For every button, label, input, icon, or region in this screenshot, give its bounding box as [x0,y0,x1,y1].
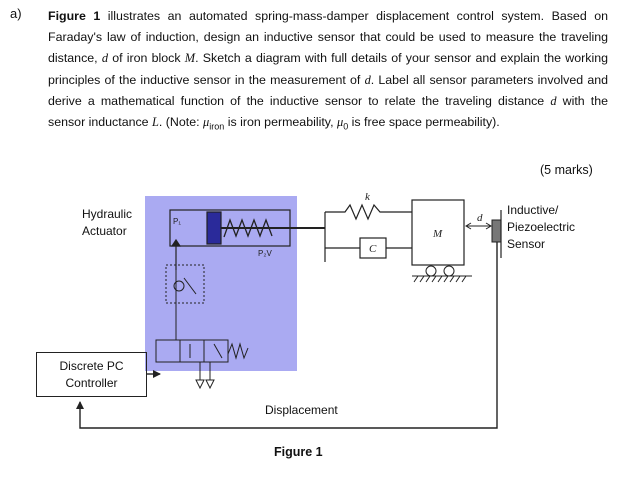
question-text-part: . Sketch a diagram with full details of … [48,51,608,87]
actuator-label: Hydraulic Actuator [82,206,132,240]
sensor-label-line: Sensor [507,237,546,251]
sensor-body [491,219,502,243]
spring-k [324,203,412,262]
pressure-p1-label: P₁ [173,217,181,226]
question-text-part: of iron block [108,51,185,66]
spring-k-label: k [365,191,371,203]
sensor-label-line: Piezoelectric [507,220,576,234]
question-text-part: illustrates an automated spring-mass-dam… [48,9,609,66]
actuator-label-line: Hydraulic [82,207,133,221]
controller-box: Discrete PC Controller [36,352,147,397]
symbol-mu-zero: μ [336,115,344,130]
hydraulic-cylinder [169,209,325,270]
variable-L: L [152,115,159,130]
figure-reference: Figure 1 [48,9,101,23]
sensor-label-line: Inductive/ [507,203,559,217]
variable-d: d [550,93,557,108]
controller-label-line: Discrete PC [59,359,124,373]
distance-d-label: d [477,212,483,224]
mass-block [411,199,465,266]
subscript-zero: 0 [343,121,349,132]
figure-caption: Figure 1 [274,445,323,459]
variable-d: d [101,51,109,66]
question-part-label: a) [10,6,22,21]
question-text-part: . (Note: [158,115,203,130]
mass-wheels [412,265,472,283]
damper-c [325,237,412,259]
marks-label: (5 marks) [540,163,593,177]
question-text: Figure 1 illustrates an automated spring… [48,6,608,138]
pressure-p2-label: P₂V [258,249,272,258]
question-text-part: with the sensor inductance [48,93,608,130]
subscript-iron: iron [209,121,225,132]
feedback-line [76,242,498,429]
question-text-part: . Label all sensor parameters involved a… [48,72,608,108]
variable-d: d [364,72,371,87]
controller-label-line: Controller [65,376,118,390]
variable-M: M [184,51,196,66]
question-text-part: is free space permeability). [348,115,500,130]
sensor-label: Inductive/ Piezoelectric Sensor [507,202,575,253]
mass-M-label: M [432,228,443,240]
symbol-mu-iron: μ [203,115,210,130]
damper-c-label: C [369,243,377,255]
actuator-label-line: Actuator [82,224,127,238]
valve-symbols [155,264,249,390]
displacement-label: Displacement [265,403,338,417]
distance-d-arrow [465,222,492,230]
question-text-part: is iron permeability, [224,115,337,130]
